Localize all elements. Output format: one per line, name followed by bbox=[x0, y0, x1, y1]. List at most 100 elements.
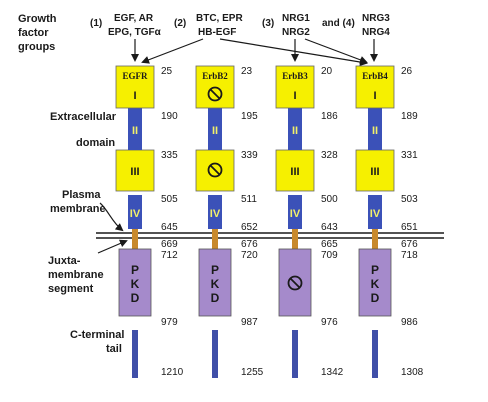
receptor-egfr-domain-iv bbox=[128, 195, 142, 229]
receptor-egfr-domain-iii-label: III bbox=[130, 166, 139, 178]
receptor-erbb4-residue-domain-ii: 189 bbox=[401, 111, 418, 122]
plasma-label: Plasma bbox=[62, 189, 101, 201]
receptor-egfr-juxta-segment bbox=[132, 238, 138, 250]
cterm-label-line1: C-terminal bbox=[70, 329, 124, 341]
receptor-erbb4-domain-ii bbox=[368, 108, 382, 150]
extracellular-label: Extracellular bbox=[50, 111, 117, 123]
ligand-group-3-marker: (3) bbox=[262, 18, 274, 29]
receptor-egfr-residue-domain-i: 25 bbox=[161, 66, 173, 77]
receptor-group: EGFRIIIIIIIVPKD2519033550564566971297912… bbox=[115, 65, 424, 378]
receptor-egfr-kinase-letter-d: D bbox=[131, 291, 140, 305]
receptor-egfr-domain-ii-label: II bbox=[132, 125, 138, 137]
receptor-erbb3-residue-domain-ii: 186 bbox=[321, 111, 338, 122]
receptor-erbb2-residue-kinase-end: 987 bbox=[241, 317, 258, 328]
receptor-erbb2-tail bbox=[212, 330, 218, 378]
receptor-erbb2-domain-iv-label: IV bbox=[210, 208, 221, 220]
receptor-erbb3-domain-iii bbox=[275, 149, 315, 192]
ligand-group-4-connector: and (4) bbox=[322, 18, 355, 29]
receptor-erbb4-domain-iii bbox=[355, 149, 395, 192]
ligand-group-2-line2: HB-EGF bbox=[198, 27, 236, 38]
receptor-erbb2-residue-kinase-start: 720 bbox=[241, 250, 258, 261]
juxta-label-line1: Juxta- bbox=[48, 255, 81, 267]
receptor-erbb4-kinase-letter-k: K bbox=[371, 277, 380, 291]
receptor-erbb2-domain-iii-blocked-icon-slash bbox=[209, 164, 221, 176]
receptor-egfr-domain-iv-label: IV bbox=[130, 208, 141, 220]
receptor-erbb3-domain-iv bbox=[288, 195, 302, 229]
receptor-erbb4-domain-iv-label: IV bbox=[370, 208, 381, 220]
receptor-egfr-residue-domain-ii: 190 bbox=[161, 111, 178, 122]
ligand-group-1-line2: EPG, TGFα bbox=[108, 27, 162, 38]
receptor-erbb3-kinase-inactive-icon-slash bbox=[289, 277, 301, 289]
receptor-egfr-transmembrane bbox=[132, 225, 138, 238]
receptor-erbb3-domain-iii-label: III bbox=[290, 166, 299, 178]
receptor-erbb3-domain-ii bbox=[288, 108, 302, 150]
arrow-group2-to-egfr bbox=[141, 38, 204, 64]
receptor-erbb2-residue-domain-iv: 511 bbox=[241, 194, 257, 205]
receptor-erbb4-residue-domain-i: 26 bbox=[401, 66, 413, 77]
domain-label: domain bbox=[76, 137, 115, 149]
receptor-egfr-kinase-box bbox=[118, 248, 152, 317]
receptor-erbb4-domain-i bbox=[355, 65, 395, 109]
receptor-erbb2-name: ErbB2 bbox=[202, 71, 228, 81]
receptor-erbb2-kinase-letter-p: P bbox=[211, 263, 219, 277]
plasma-membrane-arrow bbox=[99, 202, 124, 232]
receptor-egfr-tail bbox=[132, 330, 138, 378]
receptor-erbb3-residue-kinase-start: 709 bbox=[321, 250, 338, 261]
receptor-egfr-domain-iii bbox=[115, 149, 155, 192]
receptor-erbb3-domain-ii-label: II bbox=[292, 125, 298, 137]
receptor-erbb4-name: ErbB4 bbox=[362, 71, 388, 81]
receptor-erbb4-tail bbox=[372, 330, 378, 378]
receptor-egfr-domain-i bbox=[115, 65, 155, 109]
receptor-erbb2-residue-domain-i: 23 bbox=[241, 66, 253, 77]
receptor-egfr-residue-kinase-start: 712 bbox=[161, 250, 178, 261]
receptor-erbb4-residue-tm-end: 676 bbox=[401, 239, 418, 250]
receptor-erbb4-kinase-letter-d: D bbox=[371, 291, 380, 305]
receptor-erbb2-residue-c-terminus: 1255 bbox=[241, 367, 264, 378]
ligand-group-4-line1: NRG3 bbox=[362, 13, 390, 24]
receptor-erbb4-residue-c-terminus: 1308 bbox=[401, 367, 424, 378]
receptor-egfr-residue-c-terminus: 1210 bbox=[161, 367, 184, 378]
receptor-erbb3-residue-domain-i: 20 bbox=[321, 66, 333, 77]
receptor-erbb4-kinase-box bbox=[358, 248, 392, 317]
receptor-erbb4-transmembrane bbox=[372, 225, 378, 238]
receptor-erbb2-kinase-letter-d: D bbox=[211, 291, 220, 305]
receptor-erbb3-name: ErbB3 bbox=[282, 71, 308, 81]
receptor-erbb3-kinase-inactive-icon-circle bbox=[287, 275, 303, 291]
receptor-erbb2-domain-ii bbox=[208, 108, 222, 150]
receptor-erbb3-juxta-segment bbox=[292, 238, 298, 250]
receptor-erbb4-domain-iii-label: III bbox=[370, 166, 379, 178]
arrow-group3-to-erbb4 bbox=[304, 38, 368, 64]
ligand-group-2-line1: BTC, EPR bbox=[196, 13, 243, 24]
ligand-group-1-marker: (1) bbox=[90, 18, 102, 29]
receptor-erbb3-residue-kinase-end: 976 bbox=[321, 317, 338, 328]
juxta-label-line3: segment bbox=[48, 283, 94, 295]
receptor-egfr-kinase-letter-k: K bbox=[131, 277, 140, 291]
growth-factor-label-line2: factor bbox=[18, 27, 49, 39]
receptor-erbb3-transmembrane bbox=[292, 225, 298, 238]
juxta-arrow bbox=[97, 239, 128, 254]
receptor-erbb2-residue-domain-iii: 339 bbox=[241, 150, 258, 161]
receptor-erbb3-residue-tm-start: 643 bbox=[321, 222, 338, 233]
juxta-label-line2: membrane bbox=[48, 269, 104, 281]
receptor-erbb2-kinase-letter-k: K bbox=[211, 277, 220, 291]
receptor-egfr-residue-tm-end: 669 bbox=[161, 239, 178, 250]
receptor-erbb4-residue-kinase-start: 718 bbox=[401, 250, 418, 261]
receptor-egfr-residue-domain-iv: 505 bbox=[161, 194, 178, 205]
receptor-egfr-kinase-letter-p: P bbox=[131, 263, 139, 277]
receptor-erbb4-juxta-segment bbox=[372, 238, 378, 250]
receptor-erbb3-residue-domain-iv: 500 bbox=[321, 194, 338, 205]
receptor-egfr-residue-kinase-end: 979 bbox=[161, 317, 178, 328]
receptor-erbb3-domain-i-label: I bbox=[293, 90, 296, 102]
receptor-erbb3-residue-tm-end: 665 bbox=[321, 239, 338, 250]
ligand-group-2-marker: (2) bbox=[174, 18, 186, 29]
receptor-erbb2-domain-i-no-ligand-icon-slash bbox=[209, 88, 221, 100]
receptor-erbb4-domain-iv bbox=[368, 195, 382, 229]
receptor-erbb2-residue-tm-end: 676 bbox=[241, 239, 258, 250]
receptor-erbb2-transmembrane bbox=[212, 225, 218, 238]
receptor-erbb4-residue-kinase-end: 986 bbox=[401, 317, 418, 328]
growth-factor-label-line1: Growth bbox=[18, 13, 57, 25]
membrane-label: membrane bbox=[50, 203, 106, 215]
receptor-erbb4-residue-tm-start: 651 bbox=[401, 222, 418, 233]
